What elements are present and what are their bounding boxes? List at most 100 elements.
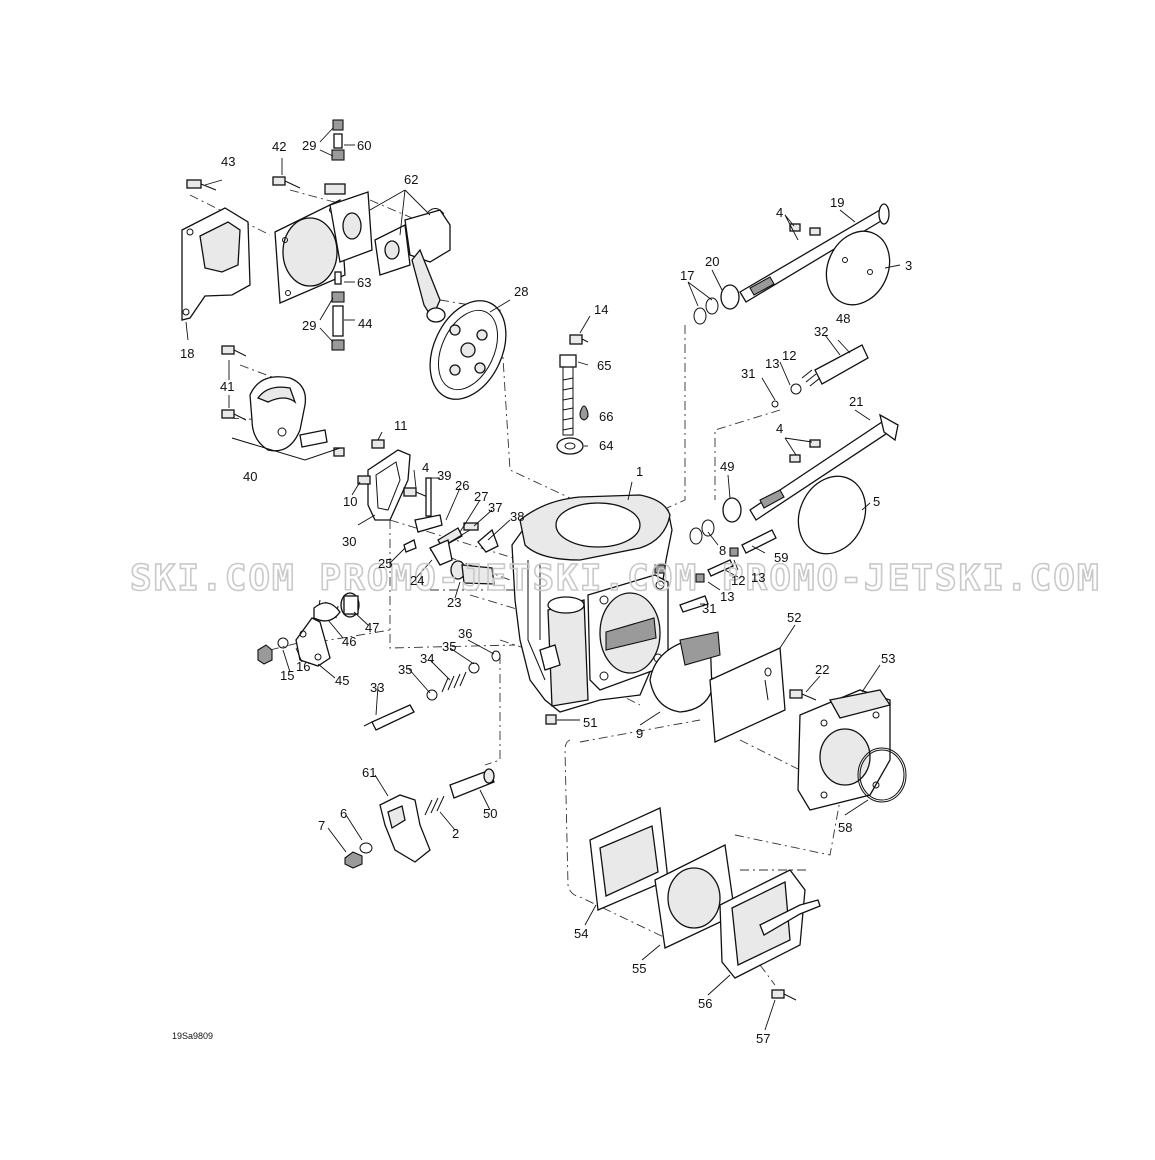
main-bolt-parts bbox=[556, 334, 589, 455]
callout-29: 29 bbox=[302, 138, 316, 153]
callout-57: 57 bbox=[756, 1031, 770, 1046]
callout-23: 23 bbox=[447, 595, 461, 610]
callout-11: 11 bbox=[394, 418, 408, 433]
callout-35: 35 bbox=[398, 662, 412, 677]
choke-linkage-parts bbox=[257, 592, 360, 667]
callout-24: 24 bbox=[410, 573, 424, 588]
callout-56: 56 bbox=[698, 996, 712, 1011]
callout-60: 60 bbox=[357, 138, 371, 153]
callout-8: 8 bbox=[719, 543, 726, 558]
screw-42-part bbox=[272, 176, 301, 189]
callout-labels: 1 2 3 4 4 4 5 6 7 8 9 10 11 12 12 13 13 … bbox=[180, 138, 912, 1046]
callout-33: 33 bbox=[370, 680, 384, 695]
callout-15: 15 bbox=[280, 668, 294, 683]
pump-cover-56 bbox=[719, 869, 821, 1001]
callout-5: 5 bbox=[873, 494, 880, 509]
pilot-screw-parts bbox=[771, 344, 869, 408]
pump-diaphragm-55 bbox=[654, 844, 736, 949]
callout-44: 44 bbox=[358, 316, 372, 331]
throttle-plate-gasket bbox=[274, 198, 346, 304]
callout-19: 19 bbox=[830, 195, 844, 210]
callout-4: 4 bbox=[776, 421, 783, 436]
callout-38: 38 bbox=[510, 509, 524, 524]
callout-32: 32 bbox=[814, 324, 828, 339]
cam-plate-40 bbox=[221, 345, 345, 461]
callout-10: 10 bbox=[343, 494, 357, 509]
callout-26: 26 bbox=[455, 478, 469, 493]
watermark: SKI.COM PROMO-JETSKI.COM PROMO-JETSKI.CO… bbox=[130, 558, 1101, 599]
callout-58: 58 bbox=[838, 820, 852, 835]
callout-12: 12 bbox=[731, 573, 745, 588]
callout-55: 55 bbox=[632, 961, 646, 976]
callout-52: 52 bbox=[787, 610, 801, 625]
callout-49: 49 bbox=[720, 459, 734, 474]
pilot-screw-59-parts bbox=[679, 529, 777, 613]
callout-35: 35 bbox=[442, 639, 456, 654]
callout-65: 65 bbox=[597, 358, 611, 373]
callout-18: 18 bbox=[180, 346, 194, 361]
callout-9: 9 bbox=[636, 726, 643, 741]
callout-7: 7 bbox=[318, 818, 325, 833]
callout-12: 12 bbox=[782, 348, 796, 363]
callout-50: 50 bbox=[483, 806, 497, 821]
callout-46: 46 bbox=[342, 634, 356, 649]
callout-22: 22 bbox=[815, 662, 829, 677]
throttle-lever-assembly bbox=[324, 183, 451, 323]
throttle-shaft-19 bbox=[693, 203, 891, 325]
callout-28: 28 bbox=[514, 284, 528, 299]
pump-gasket-54 bbox=[589, 807, 669, 911]
callout-31: 31 bbox=[702, 601, 716, 616]
cover-plate-9 bbox=[649, 631, 721, 713]
callout-62: 62 bbox=[404, 172, 418, 187]
callout-1: 1 bbox=[636, 464, 643, 479]
idle-screw-spring-parts bbox=[363, 650, 501, 731]
callout-40: 40 bbox=[243, 469, 257, 484]
callout-48: 48 bbox=[836, 311, 850, 326]
throttle-cover-bracket bbox=[181, 179, 251, 321]
callout-66: 66 bbox=[599, 409, 613, 424]
callout-31: 31 bbox=[741, 366, 755, 381]
callout-34: 34 bbox=[420, 651, 434, 666]
callout-21: 21 bbox=[849, 394, 863, 409]
callout-63: 63 bbox=[357, 275, 371, 290]
callout-25: 25 bbox=[378, 556, 392, 571]
callout-37: 37 bbox=[488, 500, 502, 515]
diaphragm-disc-28 bbox=[429, 300, 507, 400]
callout-4: 4 bbox=[776, 205, 783, 220]
callout-3: 3 bbox=[905, 258, 912, 273]
callout-27: 27 bbox=[474, 489, 488, 504]
callout-43: 43 bbox=[221, 154, 235, 169]
callout-2: 2 bbox=[452, 826, 459, 841]
bracket-gasket-30 bbox=[357, 439, 431, 521]
callout-36: 36 bbox=[458, 626, 472, 641]
gasket-52 bbox=[709, 647, 786, 743]
callout-13: 13 bbox=[765, 356, 779, 371]
carburetor-body bbox=[511, 494, 673, 725]
callout-29: 29 bbox=[302, 318, 316, 333]
callout-54: 54 bbox=[574, 926, 588, 941]
callout-13: 13 bbox=[720, 589, 734, 604]
callout-20: 20 bbox=[705, 254, 719, 269]
callout-64: 64 bbox=[599, 438, 613, 453]
callout-6: 6 bbox=[340, 806, 347, 821]
callout-4: 4 bbox=[422, 460, 429, 475]
callout-45: 45 bbox=[335, 673, 349, 688]
callout-13: 13 bbox=[751, 570, 765, 585]
callout-30: 30 bbox=[342, 534, 356, 549]
callout-47: 47 bbox=[365, 620, 379, 635]
pump-housing-53 bbox=[789, 689, 907, 811]
callout-42: 42 bbox=[272, 139, 286, 154]
leader-lines bbox=[185, 127, 901, 1031]
reference-code: 19Sa9809 bbox=[172, 1031, 213, 1041]
callout-17: 17 bbox=[680, 268, 694, 283]
choke-shaft-21 bbox=[689, 413, 899, 555]
callout-59: 59 bbox=[774, 550, 788, 565]
callout-53: 53 bbox=[881, 651, 895, 666]
callout-16: 16 bbox=[296, 659, 310, 674]
callout-51: 51 bbox=[583, 715, 597, 730]
throttle-lever-61-parts bbox=[344, 768, 495, 869]
callout-61: 61 bbox=[362, 765, 376, 780]
callout-14: 14 bbox=[594, 302, 608, 317]
